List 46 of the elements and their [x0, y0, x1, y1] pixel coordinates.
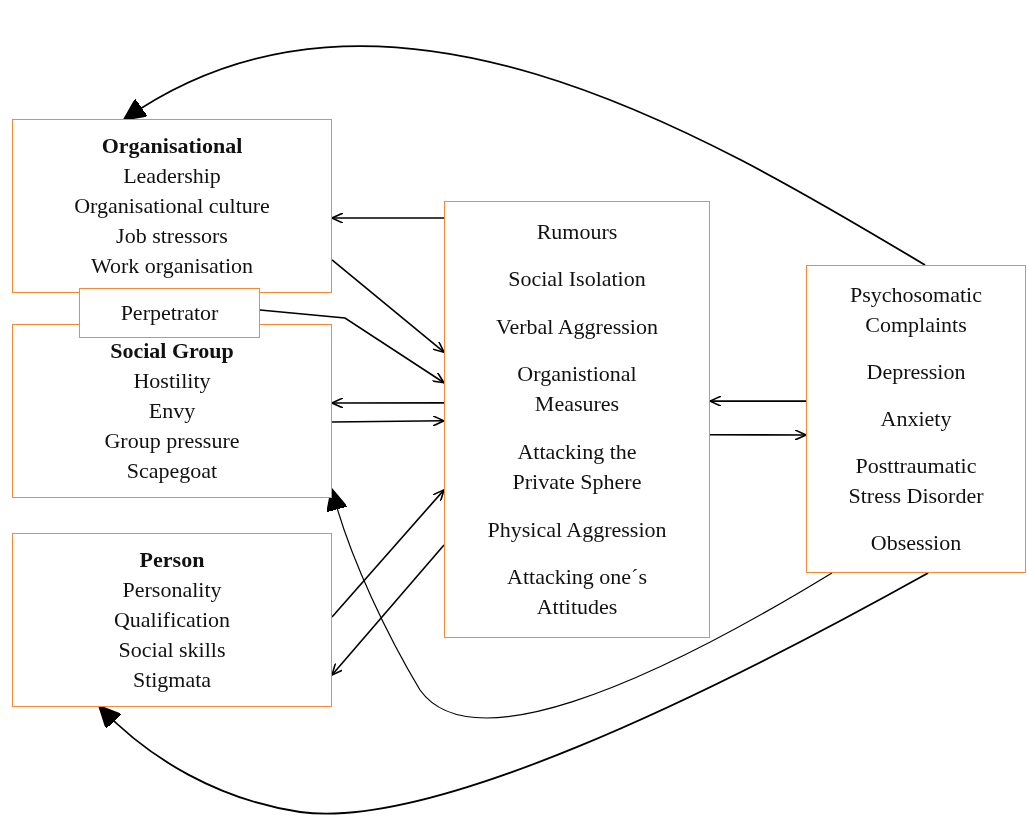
- list-item: Psychosomatic Complaints: [849, 281, 983, 340]
- list-item: Physical Aggression: [487, 515, 667, 544]
- box-heading: Person: [139, 545, 205, 574]
- list-item: Obsession: [870, 528, 962, 557]
- box-heading: Social Group: [110, 336, 234, 365]
- curved-arrow: [98, 572, 929, 815]
- category-box: [12, 324, 332, 498]
- list-item: Anxiety: [880, 404, 952, 433]
- category-box: [12, 533, 332, 707]
- label-box: [79, 288, 260, 338]
- box-heading: Organisational: [101, 131, 243, 160]
- list-item: Attacking the Private Sphere: [511, 437, 643, 496]
- category-box: [806, 265, 1026, 573]
- list-item: Perpetrator: [120, 298, 219, 327]
- arrow: [709, 429, 807, 441]
- arrow: [331, 259, 445, 353]
- list-item: Stigmata: [132, 666, 212, 695]
- list-item: Scapegoat: [126, 457, 218, 486]
- list-item: Work organisation: [90, 252, 254, 281]
- arrow: [331, 212, 445, 224]
- arrow: [331, 415, 445, 427]
- category-box: [12, 119, 332, 293]
- curved-arrow: [326, 488, 833, 719]
- list-item: Leadership: [123, 161, 221, 190]
- list-item: Personality: [122, 575, 222, 604]
- arrow: [331, 544, 445, 676]
- list-item: Verbal Aggression: [496, 312, 658, 341]
- list-item: Envy: [148, 396, 196, 425]
- curved-arrow: [123, 46, 926, 266]
- arrow: [331, 397, 445, 409]
- list-item: Organistional Measures: [516, 360, 638, 419]
- list-item: Posttraumatic Stress Disorder: [847, 451, 985, 510]
- list-item: Social Isolation: [508, 265, 646, 294]
- list-item: Qualification: [113, 605, 231, 634]
- arrow: [259, 309, 445, 384]
- list-item: Rumours: [536, 217, 618, 246]
- list-item: Depression: [866, 358, 966, 387]
- list-item: Group pressure: [104, 427, 240, 456]
- arrow: [331, 489, 445, 618]
- list-item: Social skills: [118, 636, 226, 665]
- list-item: Hostility: [133, 366, 211, 395]
- list-item: Job stressors: [116, 222, 228, 251]
- arrow: [709, 395, 807, 407]
- list-item: Attacking one´s Attitudes: [506, 563, 648, 622]
- list-item: Organisational culture: [74, 191, 270, 220]
- category-box: [444, 201, 710, 638]
